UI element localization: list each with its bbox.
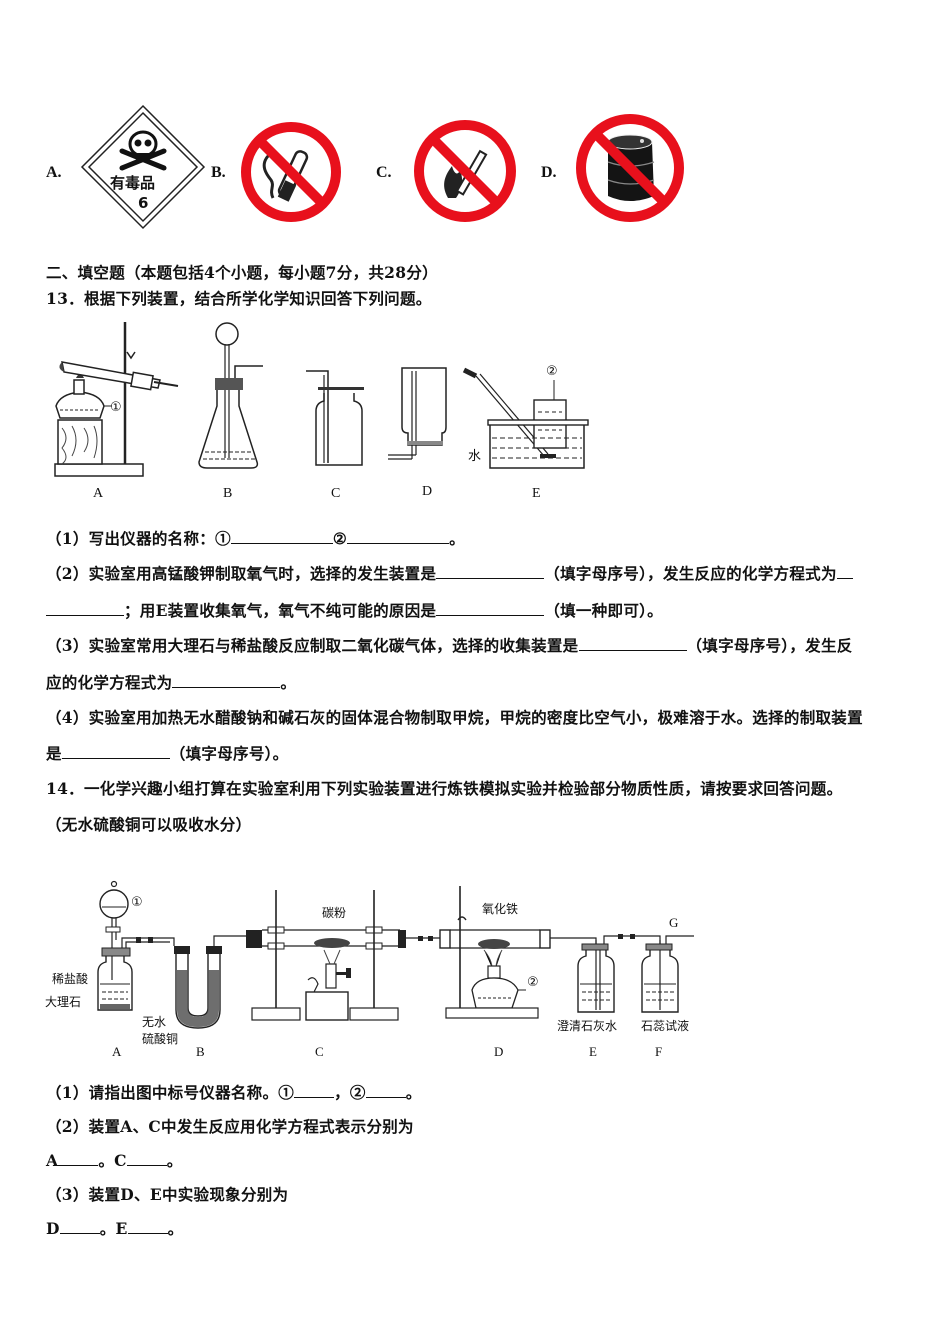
q14-p3-blank-d[interactable] <box>59 1219 100 1234</box>
q14-p3-blank-e[interactable] <box>127 1219 168 1234</box>
q13-part-1: （1）写出仪器的名称：① ② 。 <box>46 527 465 549</box>
q13-p2-text-d: （填一种即可）。 <box>544 601 663 620</box>
iron-smelting-apparatus-diagram <box>97 880 694 1029</box>
q14-p1-text-c: 。 <box>405 1083 422 1102</box>
q13-stem: 13．根据下列装置，结合所学化学知识回答下列问题。 <box>46 289 432 308</box>
q13-part-4-line-2: 是 （填字母序号）。 <box>46 742 288 764</box>
toxic-sign-text: 有毒品 <box>110 174 156 192</box>
q13-p2-text-c: ；用E装置收集氧气，氧气不纯可能的原因是 <box>124 601 437 620</box>
q14-stem-line-1: 14．一化学兴趣小组打算在实验室利用下列实验装置进行炼铁模拟实验并检验部分物质性… <box>46 779 843 798</box>
q14-part-3-line-1: （3）装置D、E中实验现象分别为 <box>46 1185 289 1204</box>
section-heading: 二、填空题（本题包括4个小题，每小题7分，共28分） <box>46 263 438 282</box>
q14-p2-sep: 。C <box>98 1151 127 1170</box>
q13-label-a: A <box>93 486 104 501</box>
q13-p1-end: 。 <box>449 529 465 548</box>
q13-p3-text-c: 应的化学方程式为 <box>46 673 173 692</box>
q13-label-c: C <box>331 486 341 501</box>
q13-part-3-line-1: （3）实验室常用大理石与稀盐酸反应制取二氧化碳气体，选择的收集装置是 （填字母序号… <box>46 634 853 656</box>
q14-label-f: F <box>655 1044 663 1059</box>
q14-stem-line-2: （无水硫酸铜可以吸收水分） <box>46 815 252 834</box>
q14-p2-end: 。 <box>166 1151 183 1170</box>
q14-part-3-line-2: D 。E 。 <box>46 1217 183 1239</box>
q14-p2-a-label: A <box>46 1151 59 1170</box>
q14-part-1: （1）请指出图中标号仪器名称。① ，② 。 <box>46 1081 422 1103</box>
q13-p1-mid: ② <box>332 529 348 548</box>
q13-p3-text-d: 。 <box>280 673 297 692</box>
q14-label-a: A <box>112 1044 122 1059</box>
q14-p3-d-label: D <box>46 1219 60 1238</box>
q13-p4-text-b: （填字母序号）。 <box>169 744 289 763</box>
apparatus-a-test-tube-heating <box>54 322 179 477</box>
q13-p2-text-a: （2）实验室用高锰酸钾制取氧气时，选择的发生装置是 <box>46 564 437 583</box>
q14-limewater-label: 澄清石灰水 <box>557 1019 618 1033</box>
option-b-label: B. <box>211 164 226 181</box>
q14-label-b: B <box>196 1044 205 1059</box>
q14-label-c: C <box>315 1044 324 1059</box>
apparatus-b-conical-flask <box>198 322 263 469</box>
q13-p1-blank-2[interactable] <box>347 529 450 544</box>
option-d-label: D. <box>541 164 557 181</box>
q13-part-2-line-2: ；用E装置收集氧气，氧气不纯可能的原因是 （填一种即可）。 <box>46 599 663 621</box>
q13-part-4-line-1: （4）实验室用加热无水醋酸钠和碱石灰的固体混合物制取甲烷，甲烷的密度比空气小，极… <box>46 708 863 727</box>
apparatus-c-gas-bottle <box>306 370 364 466</box>
q13-p2-blank-2-start[interactable] <box>836 564 853 579</box>
q13-water-label: 水 <box>468 449 482 464</box>
q14-p3-end: 。 <box>167 1219 184 1238</box>
toxic-sign-number: 6 <box>138 194 149 212</box>
q13-label-b: B <box>223 486 233 501</box>
q14-dilute-hcl-label: 稀盐酸 <box>52 972 89 986</box>
apparatus-d-inverted-bottle <box>388 367 447 460</box>
no-open-flame-sign-icon <box>412 118 518 224</box>
apparatus-e-water-trough <box>462 367 589 469</box>
q14-p3-sep: 。E <box>99 1219 128 1238</box>
q13-p2-blank-2-end[interactable] <box>46 601 124 616</box>
q13-p3-text-b: （填字母序号），发生反 <box>686 636 853 655</box>
no-oil-drum-sign-icon <box>574 112 686 224</box>
q13-p2-blank-1[interactable] <box>436 564 545 579</box>
q13-part-3-line-2: 应的化学方程式为 。 <box>46 671 296 693</box>
q13-part-2-line-1: （2）实验室用高锰酸钾制取氧气时，选择的发生装置是 （填字母序号），发生反应的化学… <box>46 562 853 584</box>
q13-p2-text-b: （填字母序号），发生反应的化学方程式为 <box>544 564 837 583</box>
q13-p1-prefix: （1）写出仪器的名称：① <box>46 529 231 548</box>
q14-p1-text-b: ，② <box>334 1083 366 1102</box>
option-a-label: A. <box>46 164 62 181</box>
q14-p2-blank-a[interactable] <box>58 1151 99 1166</box>
option-c-label: C. <box>376 164 392 181</box>
q14-p1-blank-2[interactable] <box>365 1083 406 1098</box>
q13-label-e: E <box>532 486 541 501</box>
q13-marker-1: ① <box>110 400 122 415</box>
q14-label-d: D <box>494 1044 504 1059</box>
q14-litmus-label: 石蕊试液 <box>641 1019 690 1033</box>
q13-p3-blank-1[interactable] <box>578 636 687 651</box>
q13-p4-text-a: 是 <box>46 744 62 763</box>
q14-p1-text-a: （1）请指出图中标号仪器名称。① <box>46 1083 295 1102</box>
q14-copper-sulfate-label: 硫酸铜 <box>142 1032 179 1046</box>
q14-label-e: E <box>589 1044 597 1059</box>
q14-marker-1: ① <box>131 895 143 910</box>
q14-p2-blank-c[interactable] <box>126 1151 167 1166</box>
q14-marker-2: ② <box>527 975 539 990</box>
toxic-diamond-sign-icon: 有毒品 6 <box>80 104 206 230</box>
q14-part-2-line-1: （2）装置A、C中发生反应用化学方程式表示分别为 <box>46 1117 414 1136</box>
q14-carbon-powder-label: 碳粉 <box>322 906 347 920</box>
q13-p3-blank-2[interactable] <box>172 673 281 688</box>
q14-marble-label: 大理石 <box>45 995 82 1009</box>
no-smoking-sign-icon <box>239 120 343 224</box>
q14-outlet-g-label: G <box>669 915 679 930</box>
q13-label-d: D <box>422 484 433 499</box>
q13-marker-2: ② <box>546 364 558 379</box>
q14-anhydrous-label: 无水 <box>142 1015 167 1029</box>
q13-p1-blank-1[interactable] <box>230 529 333 544</box>
q13-p3-text-a: （3）实验室常用大理石与稀盐酸反应制取二氧化碳气体，选择的收集装置是 <box>46 636 579 655</box>
q13-p2-blank-3[interactable] <box>436 601 545 616</box>
q14-part-2-line-2: A 。C 。 <box>46 1149 183 1171</box>
q14-iron-oxide-label: 氧化铁 <box>482 902 519 916</box>
q14-p1-blank-1[interactable] <box>294 1083 335 1098</box>
q13-p4-blank[interactable] <box>61 744 170 759</box>
